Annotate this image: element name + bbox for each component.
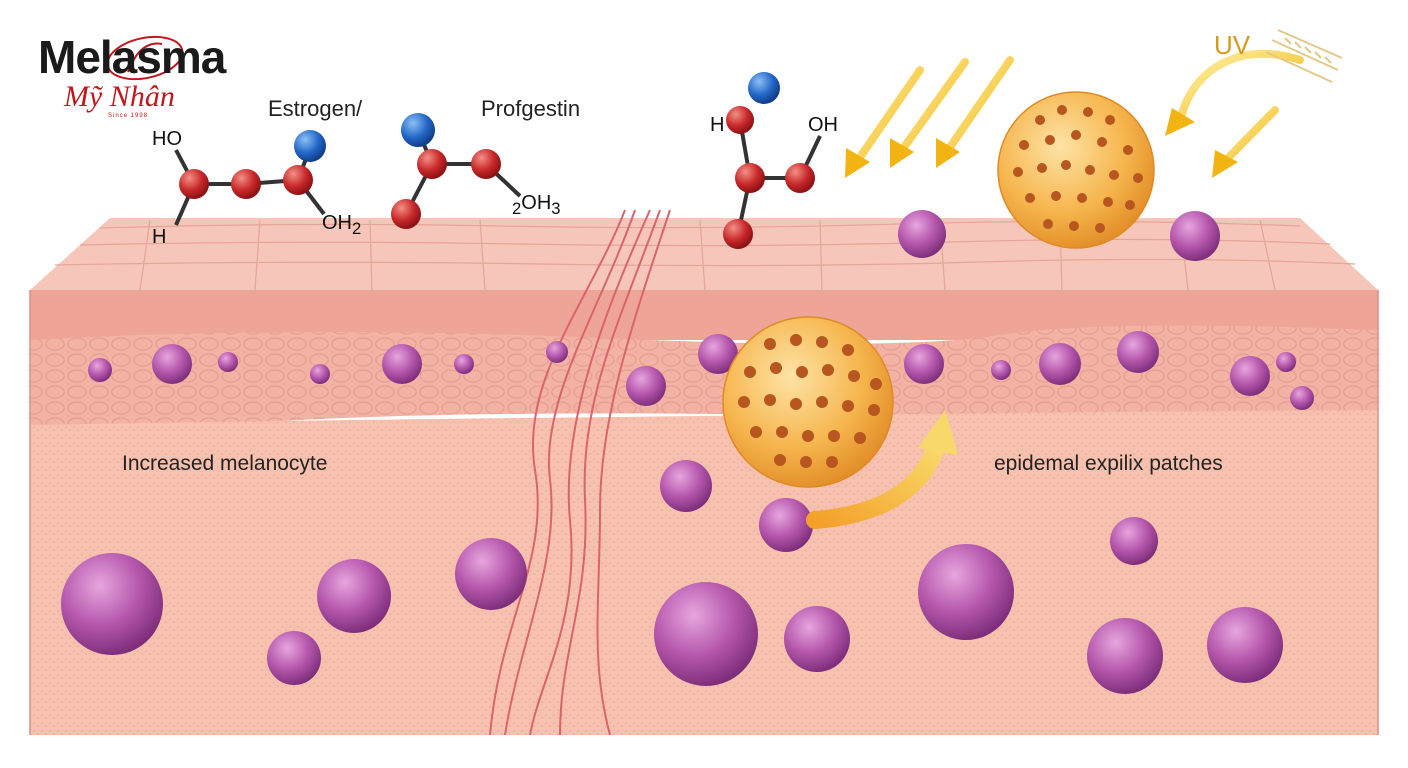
- melanocyte-cell: [1039, 343, 1081, 385]
- melanocyte-cell: [918, 544, 1014, 640]
- melanocyte-cell: [546, 341, 568, 363]
- left-region-label: Increased melanocyte: [122, 452, 328, 475]
- melanocyte-cell: [382, 344, 422, 384]
- m2-pre-sub: 2: [512, 199, 522, 218]
- uv-arrow: [1212, 106, 1279, 178]
- uv-arrow: [890, 58, 969, 168]
- estrogen-molecule: [174, 130, 326, 226]
- melanocyte-cell: [1207, 607, 1283, 683]
- melanocyte-cell: [660, 460, 712, 512]
- m1-h-label: H: [152, 226, 167, 248]
- uv-wave-icon: [1265, 29, 1343, 83]
- dermis: [30, 410, 1378, 735]
- m2-oh3-sub: 3: [551, 199, 561, 218]
- uv-rays: [845, 29, 1343, 178]
- m1-oh2-text: OH: [322, 212, 352, 234]
- melanocyte-cell: [61, 553, 163, 655]
- m1-oh2-sub: 2: [352, 219, 362, 238]
- m3-oh-label: OH: [808, 114, 838, 136]
- melanocyte-cell: [898, 210, 946, 258]
- melanocyte-cell: [1110, 517, 1158, 565]
- brand-since: Since 1998: [108, 113, 149, 119]
- uv-arrow: [1165, 49, 1304, 136]
- melanin-cell-basal: [722, 316, 894, 488]
- melanin-cell-surface: [997, 91, 1155, 249]
- right-region-label: epidemal expilix patches: [994, 452, 1223, 475]
- estrogen-label: Estrogen/: [268, 96, 363, 121]
- hormone-molecule: [723, 72, 822, 249]
- m3-h-label: H: [710, 114, 725, 136]
- uv-label: UV: [1214, 30, 1251, 60]
- brand-logo-emblem: [106, 35, 184, 81]
- skin-block: [29, 218, 1379, 735]
- m2-oh3-label: 2OH3: [512, 192, 561, 219]
- melanocyte-cell: [904, 344, 944, 384]
- melanocyte-cell: [267, 631, 321, 685]
- melanocyte-cell: [626, 366, 666, 406]
- melanocyte-cell: [1276, 352, 1296, 372]
- melanocyte-cell: [454, 354, 474, 374]
- pigment-transfer-arrow: [806, 410, 958, 529]
- melanocyte-cell: [1087, 618, 1163, 694]
- uv-arrow: [845, 66, 924, 178]
- m2-oh3-text: OH: [521, 192, 552, 214]
- blood-vessels: [489, 209, 671, 736]
- melanocyte-cell: [698, 334, 738, 374]
- melanocyte-cell: [759, 498, 813, 552]
- melanocyte-cell: [784, 606, 850, 672]
- melanocyte-cell: [1230, 356, 1270, 396]
- melanocyte-cell: [310, 364, 330, 384]
- melanocytes: [61, 210, 1314, 694]
- m1-oh2-label: OH2: [322, 212, 361, 239]
- melanocyte-cell: [654, 582, 758, 686]
- melanocyte-cell: [1117, 331, 1159, 373]
- melanocyte-cell: [991, 360, 1011, 380]
- progestin-label: Profgestin: [481, 96, 581, 121]
- melanocyte-cell: [218, 352, 238, 372]
- brand-name: Mỹ Nhân: [64, 80, 175, 113]
- melanocyte-cell: [1170, 211, 1220, 261]
- basal-cell-layer: [30, 325, 1378, 427]
- uv-arrow: [936, 56, 1014, 168]
- progestin-molecule: [391, 113, 522, 229]
- page-title: Melasma: [38, 31, 226, 83]
- melanocyte-cell: [88, 358, 112, 382]
- melanocyte-cell: [455, 538, 527, 610]
- m1-ho-label: HO: [152, 128, 182, 150]
- melanocyte-cell: [1290, 386, 1314, 410]
- melanocyte-cell: [317, 559, 391, 633]
- melanocyte-cell: [152, 344, 192, 384]
